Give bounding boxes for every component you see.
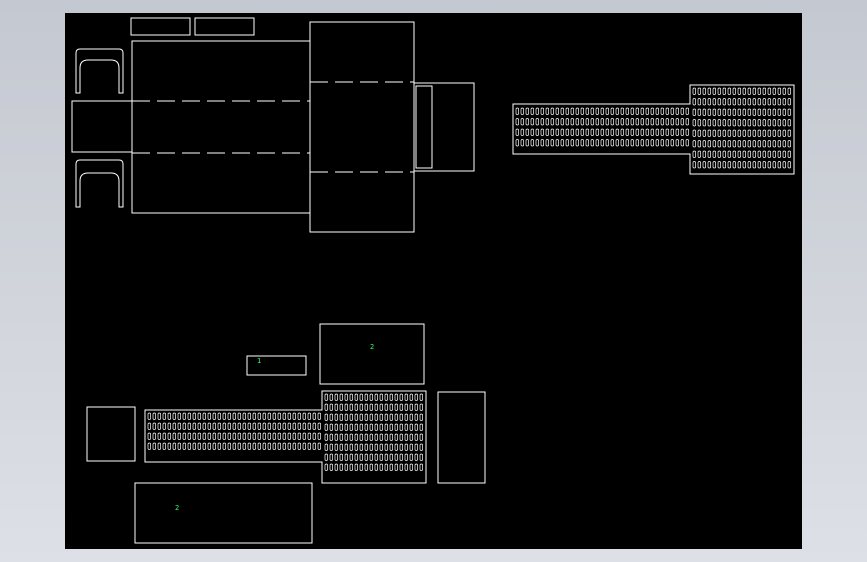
cad-drawing[interactable]: 1 2 2 [65, 13, 802, 549]
upper-center-box [319, 323, 425, 385]
lower-box-label: 2 [175, 504, 179, 512]
main-body-block [131, 40, 311, 214]
title-tab-left [130, 17, 191, 36]
text-panel-lower-outline [144, 390, 427, 484]
left-stub-block [71, 100, 133, 153]
small-tag-label: 1 [257, 357, 261, 365]
side-connector-outer [413, 82, 475, 172]
small-tag-box [246, 355, 307, 376]
text-glyph-layer [147, 87, 791, 471]
tall-narrow-box [437, 391, 486, 484]
hook-bottom [75, 159, 124, 208]
title-tab-right [194, 17, 255, 36]
hook-top [75, 48, 124, 94]
side-connector-inner [415, 85, 433, 169]
upper-box-label: 2 [370, 343, 374, 351]
text-panel-right-outline [512, 84, 795, 175]
right-tall-block [309, 21, 415, 233]
cad-viewport[interactable]: 1 2 2 [65, 13, 802, 549]
small-square-box [86, 406, 136, 462]
bottom-wide-box [134, 482, 313, 544]
hidden-lines [131, 81, 414, 173]
